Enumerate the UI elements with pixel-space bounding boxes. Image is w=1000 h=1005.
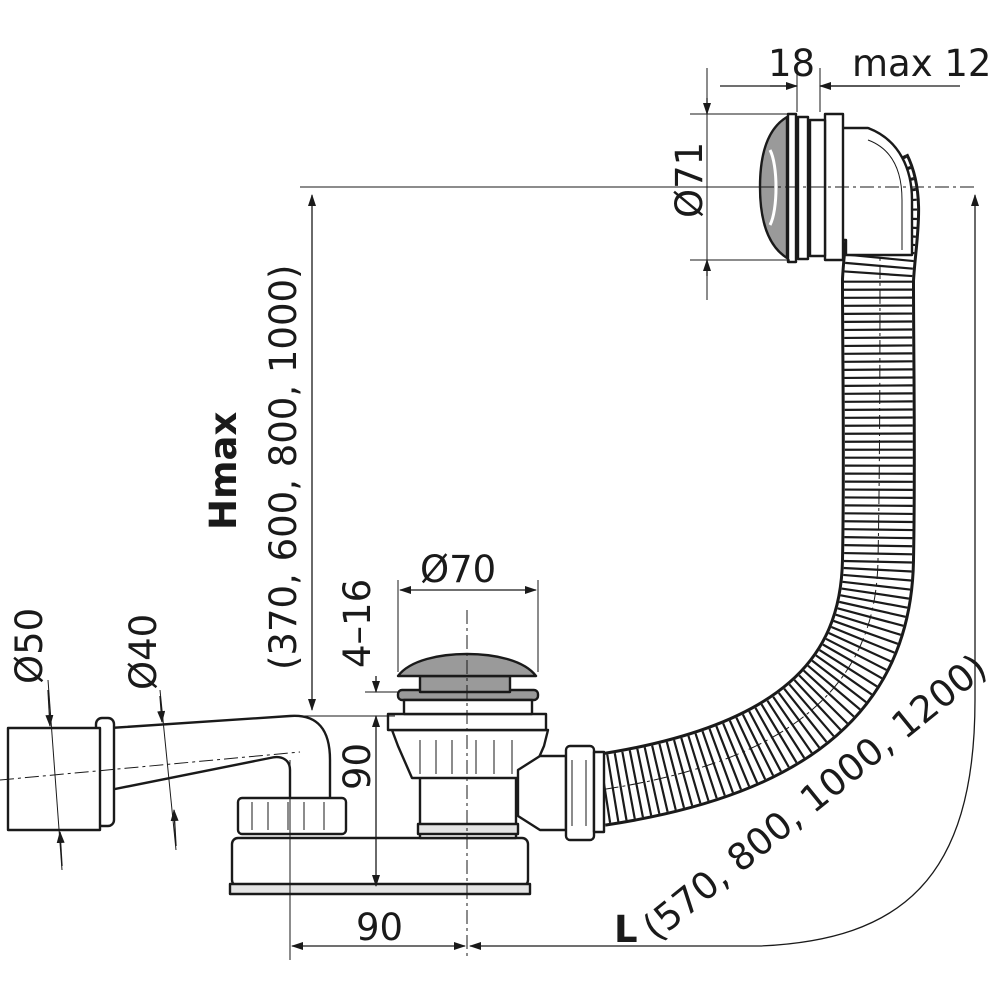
drain-offset-label: 90 — [356, 906, 403, 949]
overflow-max-label: max 12 — [852, 42, 991, 85]
overflow-spacing-label: 18 — [768, 42, 815, 85]
drain-range-label: 4–16 — [336, 579, 379, 668]
drain-diameter-label: Ø70 — [420, 548, 496, 591]
overflow-fitting — [758, 112, 975, 264]
height-label: Hmax — [202, 412, 245, 530]
overflow-diameter-label: Ø71 — [668, 142, 711, 218]
flexible-hose — [594, 153, 921, 827]
length-label: L — [614, 908, 638, 951]
outlet-outer-diameter-label: Ø50 — [8, 608, 51, 684]
dimension-lines — [45, 68, 979, 960]
outlet-inner-diameter-label: Ø40 — [122, 614, 165, 690]
drain-height-label: 90 — [336, 743, 379, 790]
height-values-label: (370, 600, 800, 1000) — [262, 265, 305, 670]
